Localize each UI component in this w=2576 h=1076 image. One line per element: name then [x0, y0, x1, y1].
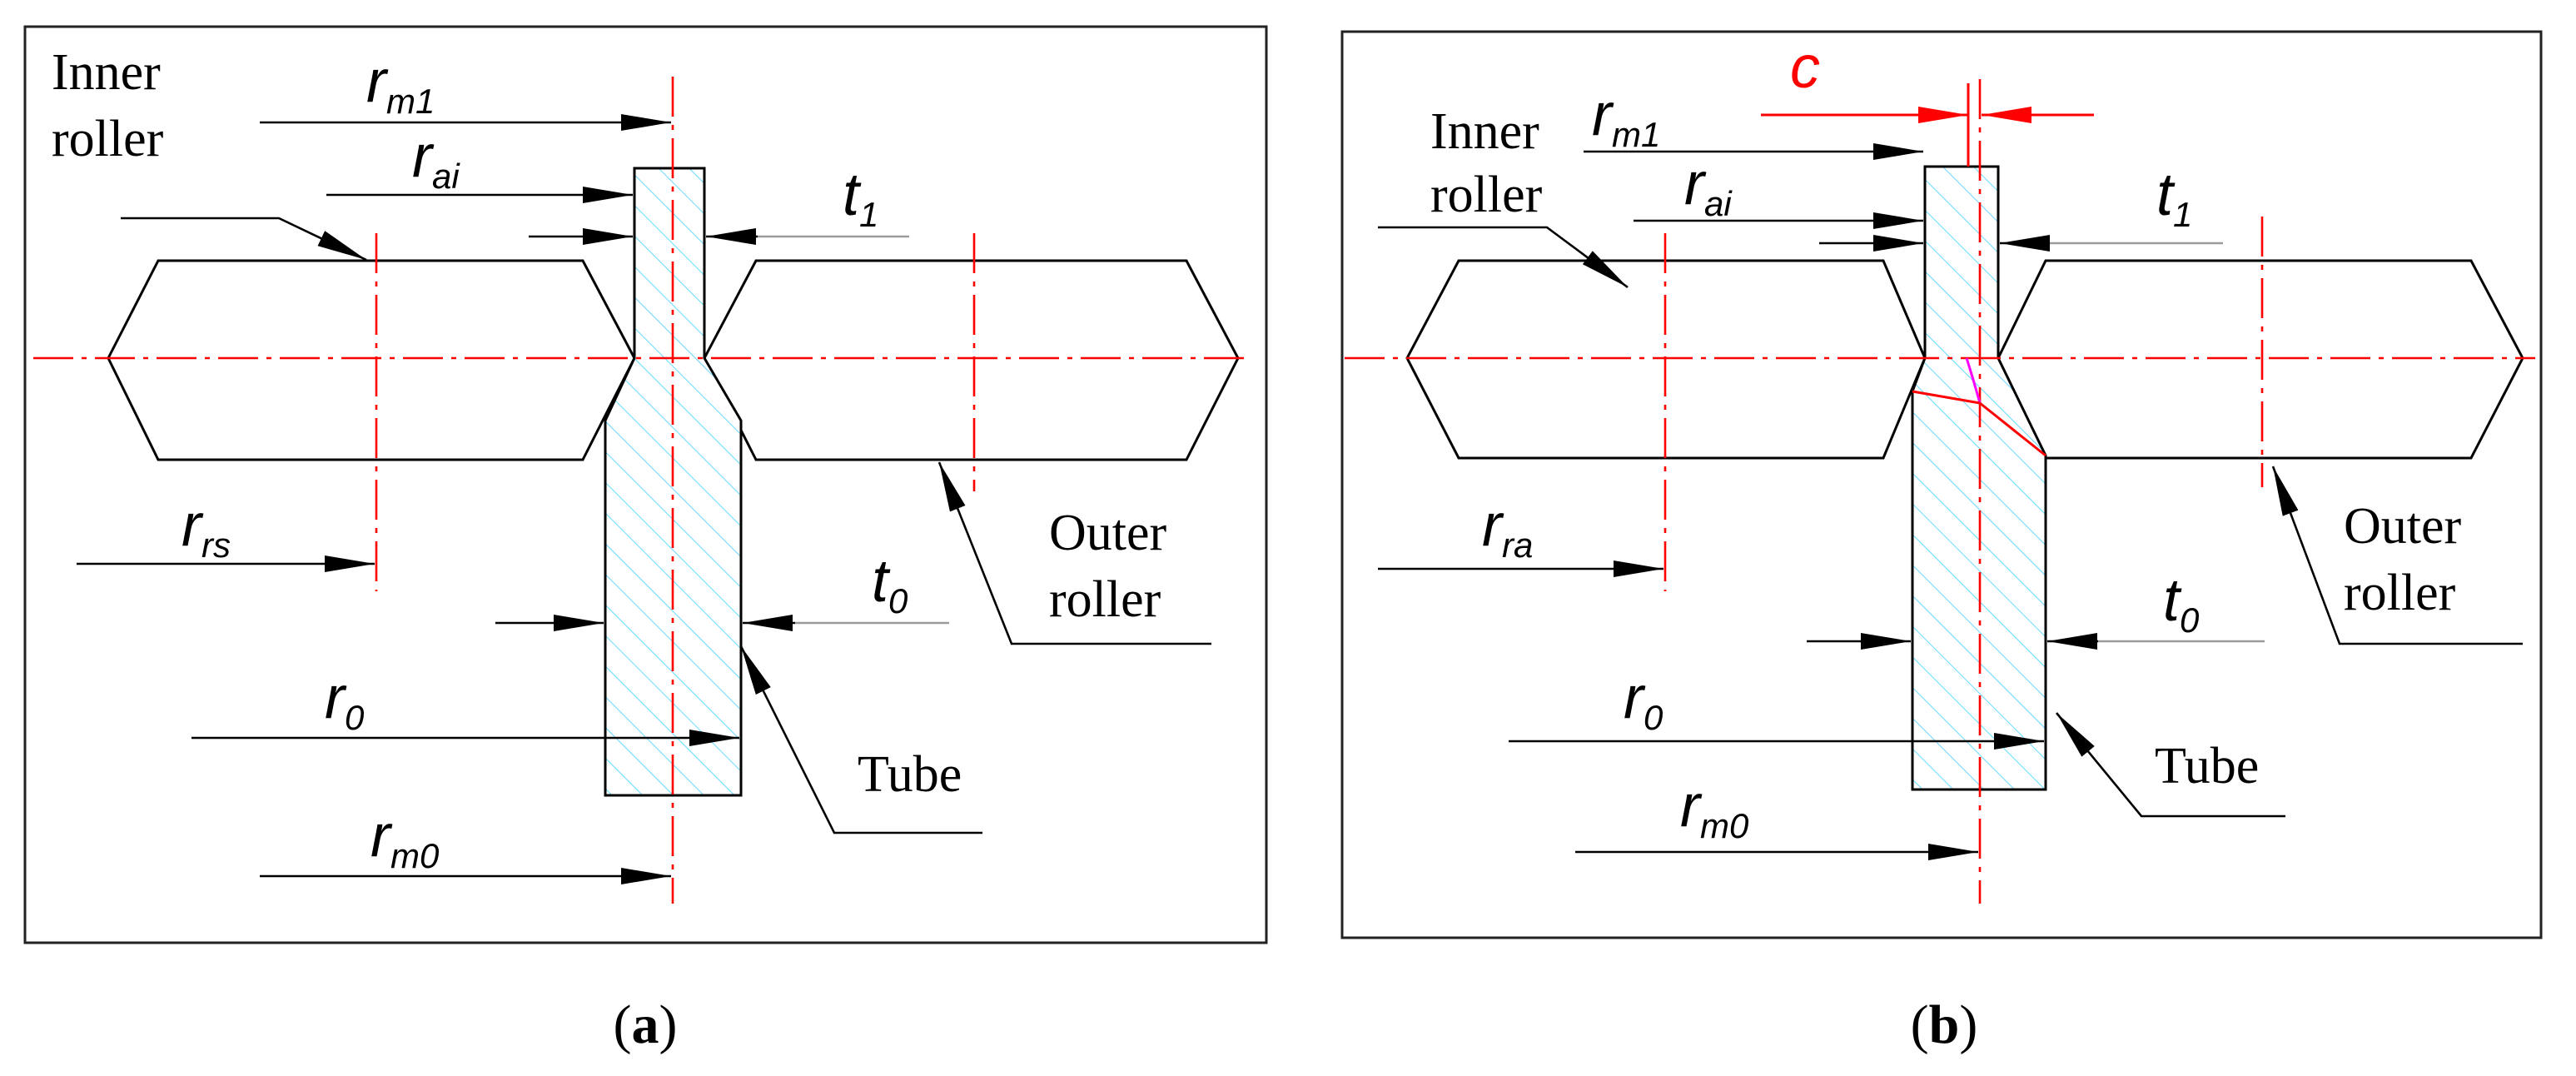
panel-b-rm1-sub: m1 [1612, 115, 1660, 154]
panel-b-caption: (b) [1911, 994, 1978, 1055]
panel-a-rrs-main: r [182, 492, 204, 559]
panel-a-r0-label: r0 [325, 665, 365, 737]
panel-a-caption-open: ( [614, 994, 632, 1055]
panel-b-outer-roller-label: Outer roller [2344, 498, 2462, 621]
panel-a-frame [23, 25, 1268, 944]
panel-a-inner-roller-leader [121, 217, 367, 262]
panel-b-r0-main: r [1624, 665, 1646, 731]
panel-a-inner-roller-shape [107, 259, 636, 461]
panel-b-r0-sub: 0 [1644, 698, 1663, 737]
panel-b-outer-roller-leader [2271, 466, 2523, 645]
panel-a-r0-main: r [325, 665, 347, 731]
panel-a-caption-close: ) [659, 994, 678, 1055]
panel-a-outer-roller-leader [937, 461, 1211, 645]
panel-a-rm0-sub: m0 [390, 836, 440, 875]
panel-b-tube-label: Tube [2155, 738, 2259, 795]
panel-b-rm1-label: rm1 [1592, 82, 1660, 154]
panel-b-caption-close: ) [1959, 994, 1977, 1055]
panel-b-rai-label: rai [1684, 151, 1733, 223]
panel-a-rai-sub: ai [432, 157, 460, 196]
panel-b-rm1-main: r [1592, 82, 1614, 148]
panel-b-t0-main: t [2163, 567, 2182, 634]
panel-b-rra-main: r [1482, 492, 1504, 559]
panel-b-caption-letter: b [1929, 994, 1960, 1055]
panel-b-frame [1340, 30, 2543, 939]
panel-a-r0-sub: 0 [345, 698, 365, 737]
panel-b-rra-label: rra [1482, 492, 1533, 565]
panel-a-t1-label: t1 [843, 162, 878, 234]
panel-b-outer-roller-line2: roller [2344, 565, 2456, 621]
panel-a-tube-label: Tube [858, 746, 962, 803]
panel-a-caption-letter: a [632, 994, 659, 1055]
panel-a-rm0-label: rm0 [370, 803, 440, 875]
panel-b-outer-roller-line1: Outer [2344, 498, 2462, 555]
panel-a-t0-sub: 0 [888, 581, 908, 620]
panel-a-t1-main: t [843, 162, 862, 228]
panel-b-rai-main: r [1684, 151, 1707, 217]
panel-b-t1-label: t1 [2156, 162, 2192, 234]
panel-b-rra-sub: ra [1502, 526, 1533, 565]
panel-a-rm1-sub: m1 [386, 82, 435, 121]
panel-b-rm0-sub: m0 [1700, 806, 1749, 845]
panel-a-rm1-main: r [366, 48, 389, 115]
panel-a-rm0-main: r [370, 803, 393, 869]
panel-a-rrs-label: rrs [182, 492, 231, 565]
panel-b-red-line-right [1979, 401, 2046, 457]
panel-b-rai-sub: ai [1704, 184, 1733, 223]
panel-a-outer-roller-line1: Outer [1049, 505, 1167, 561]
panel-b-caption-open: ( [1911, 994, 1929, 1055]
panel-a-outer-roller-shape [703, 259, 1240, 461]
panel-a-inner-roller-line1: Inner [52, 44, 161, 101]
panel-a-rai-main: r [412, 123, 435, 190]
panel-b-inner-roller-leader [1378, 226, 1629, 289]
panel-b-t1-main: t [2156, 162, 2176, 228]
panel-b-c-label: c [1790, 34, 1820, 101]
panel-a-tube-leader [739, 645, 982, 834]
panel-a-t0-label: t0 [872, 548, 908, 620]
panel-a-rrs-sub: rs [201, 526, 231, 565]
panel-b-tube-leader [2055, 712, 2285, 818]
panel-a-outer-roller-line2: roller [1049, 571, 1161, 628]
panel-b-outer-roller-shape [1997, 259, 2524, 460]
panel-a-inner-roller-line2: roller [52, 111, 164, 167]
panel-a-outer-roller-label: Outer roller [1049, 505, 1167, 628]
panel-b-r0-label: r0 [1624, 665, 1663, 737]
panel-a-rai-label: rai [412, 123, 460, 196]
panel-b-magenta-curve [1965, 357, 1982, 404]
panel-b-inner-roller-line1: Inner [1430, 103, 1539, 160]
panel-a-rm1-label: rm1 [366, 48, 435, 121]
panel-b-inner-roller-label: Inner roller [1430, 103, 1543, 223]
panel-b-t1-sub: 1 [2173, 195, 2192, 234]
panel-b-rm0-label: rm0 [1680, 773, 1749, 845]
panel-a-inner-roller-label: Inner roller [52, 44, 164, 167]
panel-a-caption: (a) [614, 994, 678, 1055]
panel-a-t0-main: t [872, 548, 891, 615]
panel-b-t0-label: t0 [2163, 567, 2200, 640]
panel-a-t1-sub: 1 [859, 195, 878, 234]
panel-b-red-line-left [1912, 390, 1981, 405]
panel-b-rm0-main: r [1680, 773, 1703, 839]
panel-b-t0-sub: 0 [2180, 600, 2200, 640]
panel-b-inner-roller-line2: roller [1430, 167, 1543, 223]
